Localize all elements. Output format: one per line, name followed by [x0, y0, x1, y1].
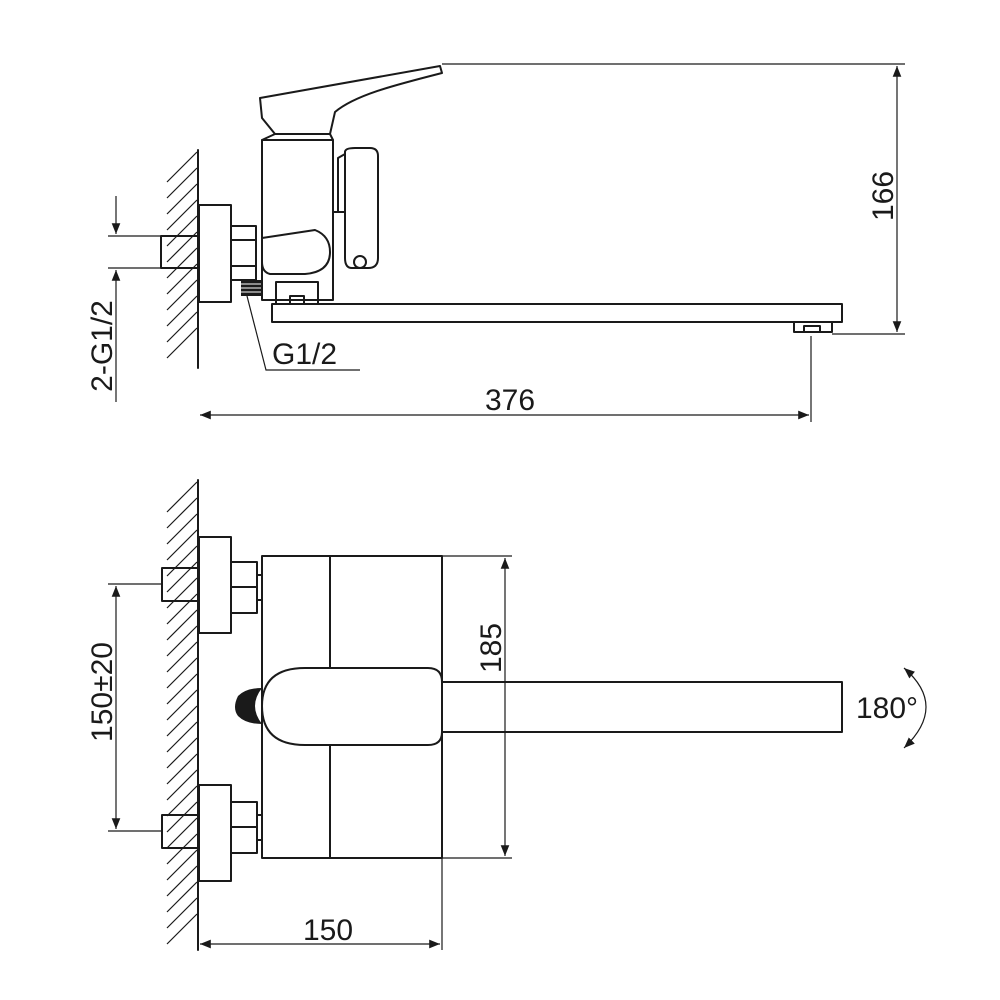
spout-side [271, 303, 843, 333]
rotation-label: 180° [856, 692, 918, 725]
hatch-line [166, 609, 198, 641]
outlet-thread-leader: G1/2 [246, 295, 360, 371]
wall-hatch-bottom [166, 479, 199, 951]
total-length-label: 376 [485, 384, 535, 417]
hatch-line [166, 625, 198, 657]
hatch-line [166, 657, 198, 689]
dimension-body-height: 185 [262, 555, 512, 859]
hatch-line [166, 881, 198, 913]
hatch-line [166, 705, 198, 737]
hatch-line [166, 311, 198, 343]
hatch-line [166, 199, 198, 231]
hatch-line [166, 641, 198, 673]
hatch-line [166, 865, 198, 897]
height-dimension-label: 166 [867, 171, 900, 221]
dimension-height: 166 [442, 63, 905, 335]
wall-to-spout-label: 150 [303, 914, 353, 947]
hatch-line [166, 849, 198, 881]
wall-hatch-top [166, 149, 199, 369]
upper-connector-top [161, 536, 263, 634]
hatch-line [166, 753, 198, 785]
rotation-indicator: 180° [856, 667, 927, 749]
hatch-line [166, 279, 198, 311]
hatch-line [166, 545, 198, 577]
hatch-line [166, 151, 198, 183]
hatch-line [166, 721, 198, 753]
hatch-line [166, 785, 198, 817]
hatch-line [166, 529, 198, 561]
hatch-line [166, 247, 198, 279]
hatch-line [166, 327, 198, 359]
inlet-thread-label: 2-G1/2 [86, 300, 119, 392]
inlet-connector-side [160, 204, 261, 303]
spout-top [441, 681, 843, 733]
mixer-body-top [235, 555, 443, 859]
lower-connector-top [161, 784, 263, 882]
hatch-line [166, 183, 198, 215]
thread-symbol [241, 280, 261, 296]
dimension-total-length: 376 [200, 336, 812, 422]
hatch-line [166, 593, 198, 625]
hatch-line [166, 497, 198, 529]
hatch-line [166, 897, 198, 929]
side-view: 166 376 2-G1/2 G1/2 [86, 63, 905, 422]
dimension-wall-to-spout: 150 [200, 858, 443, 950]
hatch-line [166, 167, 198, 199]
outlet-thread-label: G1/2 [272, 338, 337, 371]
hatch-line [166, 689, 198, 721]
dimension-center-distance: 150±20 [86, 583, 162, 832]
hatch-line [166, 769, 198, 801]
hatch-line [166, 561, 198, 593]
hatch-line [166, 513, 198, 545]
hatch-line [166, 673, 198, 705]
hatch-line [166, 817, 198, 849]
top-view: 185 150±20 150 180° [86, 479, 927, 951]
mixer-body-side [259, 65, 443, 305]
dimension-inlet-thread: 2-G1/2 [86, 196, 162, 402]
body-height-label: 185 [475, 623, 508, 673]
hatch-line [166, 737, 198, 769]
hatch-line [166, 801, 198, 833]
hatch-line [166, 295, 198, 327]
hatch-line [166, 577, 198, 609]
hatch-line [166, 215, 198, 247]
hatch-line [166, 481, 198, 513]
hatch-line [166, 913, 198, 945]
center-distance-label: 150±20 [86, 642, 119, 742]
